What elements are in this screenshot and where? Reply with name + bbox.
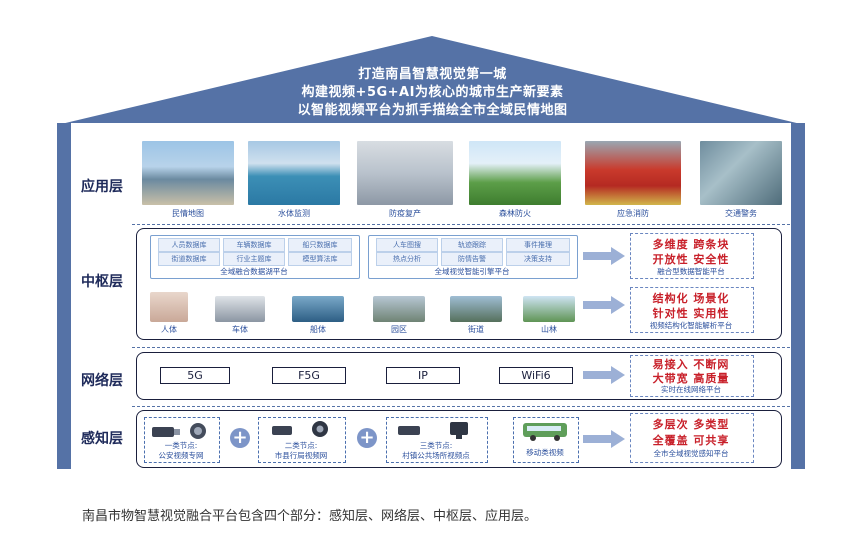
- app-caption-1: 民情地图: [172, 209, 204, 218]
- node-box-3: [386, 417, 488, 463]
- fusion-label: 融合型数据智能平台: [657, 267, 725, 276]
- network-wifi6: WiFi6: [499, 367, 573, 384]
- arrow-right-icon: [583, 366, 625, 384]
- chip-model-db: 模型算法库: [288, 252, 352, 266]
- arrow-right-icon: [583, 296, 625, 314]
- photo-epidemic-prevention: [357, 141, 453, 205]
- thumb-caption-1: 人体: [161, 325, 177, 334]
- node-3-title: 三类节点:: [419, 441, 453, 450]
- network-f5g: F5G: [272, 367, 346, 384]
- engine-label: 全域视觉智能引擎平台: [434, 267, 510, 276]
- chip-ship-db: 船只数据库: [288, 238, 352, 252]
- separator-2: [132, 347, 795, 348]
- thumb-human: [150, 292, 188, 322]
- node-3-sub: 村镇公共场所视频点: [402, 451, 470, 460]
- camera-icon: [272, 421, 328, 437]
- node-4-sub: 移动类视频: [526, 448, 564, 457]
- thumb-caption-5: 街道: [468, 325, 484, 334]
- left-pillar: [57, 123, 71, 469]
- chip-event-reasoning: 事件推理: [506, 238, 570, 252]
- chip-industry-db: 行业主题库: [223, 252, 285, 266]
- plus-icon: +: [357, 428, 377, 448]
- header-line-3: 以智能视频平台为抓手描绘全市全域民情地图: [297, 103, 568, 118]
- node-1-title: 一类节点:: [164, 441, 198, 450]
- thumb-park: [373, 296, 425, 322]
- parse-label: 视频结构化智能解析平台: [649, 321, 733, 330]
- chip-street-db: 街道数据库: [158, 252, 220, 266]
- photo-sentiment-map: [142, 141, 234, 205]
- thumb-caption-4: 园区: [391, 325, 407, 334]
- engine-box: [368, 235, 578, 279]
- network-label: 实时在线网络平台: [661, 385, 721, 394]
- result-box-parse: [630, 287, 754, 333]
- layer-label-network: 网络层: [81, 373, 123, 389]
- result-box-sensing: [630, 413, 754, 463]
- parse-line-1: 结构化 场景化: [652, 292, 730, 305]
- separator-1: [132, 224, 795, 225]
- chip-alert: 防情告警: [441, 252, 503, 266]
- network-5g: 5G: [160, 367, 230, 384]
- fusion-line-2: 开放性 安全性: [652, 253, 730, 266]
- app-caption-6: 交通警务: [725, 209, 757, 218]
- separator-3: [132, 406, 795, 407]
- sensing-line-2: 全覆盖 可共享: [652, 434, 730, 447]
- thumb-ship: [292, 296, 344, 322]
- photo-water-monitoring: [248, 141, 340, 205]
- camera-icon: [398, 422, 468, 439]
- app-caption-3: 防疫复产: [389, 209, 421, 218]
- plus-icon: +: [230, 428, 250, 448]
- photo-forest-fire: [469, 141, 561, 205]
- chip-person-db: 人员数据库: [158, 238, 220, 252]
- chip-decision: 决策支持: [506, 252, 570, 266]
- node-1-sub: 公安视频专网: [158, 451, 204, 460]
- result-box-fusion: [630, 233, 754, 279]
- camera-icon: [152, 423, 206, 439]
- result-box-network: [630, 355, 754, 397]
- thumb-caption-3: 船体: [310, 325, 326, 334]
- fusion-line-1: 多维度 跨条块: [652, 238, 730, 251]
- figure-caption: 南昌市物智慧视觉融合平台包含四个部分：感知层、网络层、中枢层、应用层。: [82, 509, 538, 524]
- arrow-right-icon: [583, 430, 625, 448]
- layer-label-application: 应用层: [81, 179, 123, 195]
- chip-vehicle-db: 车辆数据库: [223, 238, 285, 252]
- data-lake-label: 全域融合数据湖平台: [220, 267, 288, 276]
- network-line-2: 大带宽 高质量: [652, 372, 730, 385]
- data-lake-box: [150, 235, 360, 279]
- layer-label-sensing: 感知层: [81, 431, 123, 447]
- app-caption-4: 森林防火: [499, 209, 531, 218]
- chip-image-search: 人车图搜: [376, 238, 438, 252]
- app-caption-5: 应急消防: [617, 209, 649, 218]
- header-line-2: 构建视频+5G+AI为核心的城市生产新要素: [301, 85, 564, 100]
- thumb-forest: [523, 296, 575, 322]
- chip-track: 轨迹跟踪: [441, 238, 503, 252]
- roof: [57, 36, 805, 130]
- sensing-label: 全市全域视觉感知平台: [653, 449, 729, 458]
- header-line-1: 打造南昌智慧视觉第一城: [358, 67, 507, 82]
- thumb-caption-2: 车体: [232, 325, 248, 334]
- node-box-2: [258, 417, 346, 463]
- network-line-1: 易接入 不断网: [652, 358, 730, 371]
- bus-icon: [523, 423, 567, 441]
- node-2-sub: 市县行局视频网: [274, 451, 328, 460]
- photo-emergency-fire: [585, 141, 681, 205]
- sensing-line-1: 多层次 多类型: [652, 418, 730, 431]
- node-2-title: 二类节点:: [284, 441, 318, 450]
- thumb-street: [450, 296, 502, 322]
- parse-line-2: 针对性 实用性: [652, 307, 730, 320]
- node-box-1: [144, 417, 220, 463]
- thumb-vehicle: [215, 296, 265, 322]
- chip-hotspot: 热点分析: [376, 252, 438, 266]
- thumb-caption-6: 山林: [541, 325, 557, 334]
- layer-label-hub: 中枢层: [81, 274, 123, 290]
- app-caption-2: 水体监测: [278, 209, 310, 218]
- right-pillar: [791, 123, 805, 469]
- network-ip: IP: [386, 367, 460, 384]
- arrow-right-icon: [583, 247, 625, 265]
- photo-traffic-police: [700, 141, 782, 205]
